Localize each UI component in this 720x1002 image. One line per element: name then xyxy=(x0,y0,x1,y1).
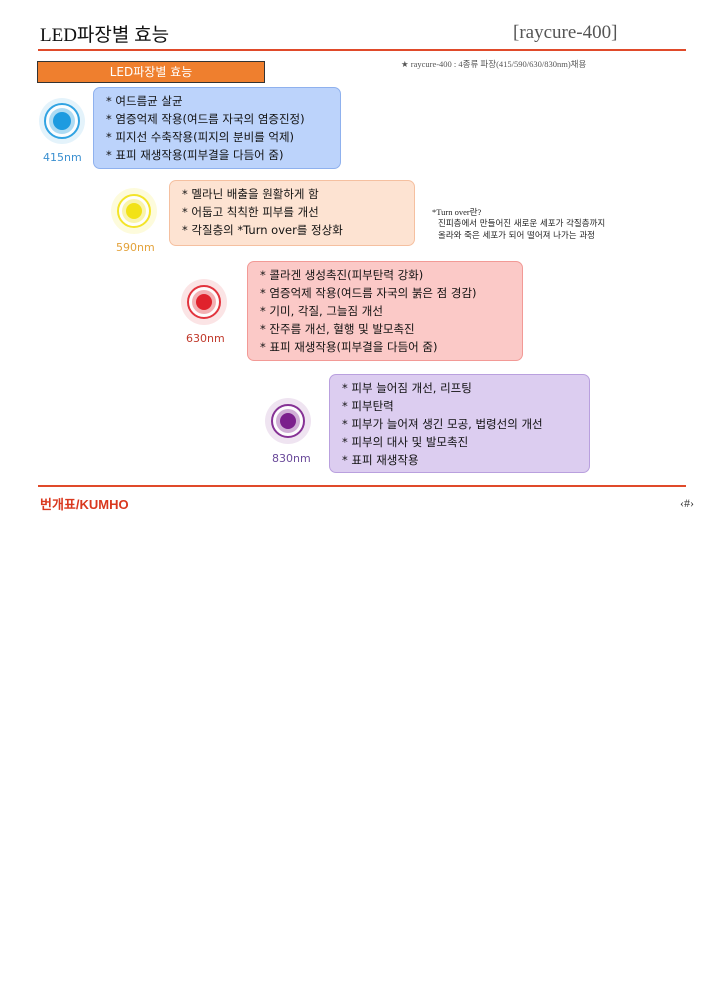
led-415-icon xyxy=(39,98,85,144)
led-415-label: 415nm xyxy=(43,151,82,164)
list-item: * 어둡고 칙칙한 피부를 개선 xyxy=(182,205,319,219)
led-590-box: * 멜라닌 배출을 원활하게 함 * 어둡고 칙칙한 피부를 개선 * 각질층의… xyxy=(169,180,415,246)
list-item: * 피부가 늘어져 생긴 모공, 법령선의 개선 xyxy=(342,417,543,431)
led-830-icon xyxy=(265,398,311,444)
list-item: * 콜라겐 생성촉진(피부탄력 강화) xyxy=(260,268,424,282)
list-item: * 피부의 대사 및 발모촉진 xyxy=(342,435,469,449)
brand-logo: 번개표/KUMHO xyxy=(40,497,129,512)
list-item: * 피부 늘어짐 개선, 리프팅 xyxy=(342,381,472,395)
turn-over-line: 올라와 죽은 세포가 되어 떨어져 나가는 과정 xyxy=(438,231,595,241)
page-number: ‹#› xyxy=(680,496,694,510)
led-830-box: * 피부 늘어짐 개선, 리프팅 * 피부탄력 * 피부가 늘어져 생긴 모공,… xyxy=(329,374,590,473)
section-tab: LED파장별 효능 xyxy=(37,61,265,83)
footer-rule xyxy=(38,485,686,487)
list-item: * 멜라닌 배출을 원활하게 함 xyxy=(182,187,319,201)
turn-over-line: 진피층에서 만들어진 새로운 세포가 각질층까지 xyxy=(438,219,606,229)
turn-over-note: *Turn over란? 진피층에서 만들어진 새로운 세포가 각질층까지 올라… xyxy=(432,206,605,242)
led-830-label: 830nm xyxy=(272,452,311,465)
led-415-box: * 여드름균 살균 * 염증억제 작용(여드름 자국의 염증진정) * 피지선 … xyxy=(93,87,341,169)
led-590-icon xyxy=(111,188,157,234)
list-item: * 염증억제 작용(여드름 자국의 붉은 점 경감) xyxy=(260,286,477,300)
led-590-label: 590nm xyxy=(116,241,155,254)
list-item: * 여드름균 살균 xyxy=(106,94,183,108)
led-630-icon xyxy=(181,279,227,325)
list-item: * 염증억제 작용(여드름 자국의 염증진정) xyxy=(106,112,305,126)
list-item: * 각질층의 *Turn over를 정상화 xyxy=(182,223,343,237)
list-item: * 표피 재생작용(피부결을 다듬어 줌) xyxy=(106,148,284,162)
list-item: * 피지선 수축작용(피지의 분비를 억제) xyxy=(106,130,295,144)
led-630-label: 630nm xyxy=(186,332,225,345)
header-rule xyxy=(38,49,686,51)
list-item: * 피부탄력 xyxy=(342,399,394,413)
led-630-box: * 콜라겐 생성촉진(피부탄력 강화) * 염증억제 작용(여드름 자국의 붉은… xyxy=(247,261,523,361)
model-label: [raycure-400] xyxy=(513,22,618,43)
list-item: * 기미, 각질, 그늘짐 개선 xyxy=(260,304,383,318)
turn-over-title: *Turn over란? xyxy=(432,207,482,217)
list-item: * 표피 재생작용(피부결을 다듬어 줌) xyxy=(260,340,438,354)
wavelength-note: ★ raycure-400 : 4종류 파장(415/590/630/830nm… xyxy=(401,59,587,69)
page-title: LED파장별 효능 xyxy=(40,25,170,46)
list-item: * 표피 재생작용 xyxy=(342,453,419,467)
list-item: * 잔주름 개선, 혈행 및 발모촉진 xyxy=(260,322,415,336)
